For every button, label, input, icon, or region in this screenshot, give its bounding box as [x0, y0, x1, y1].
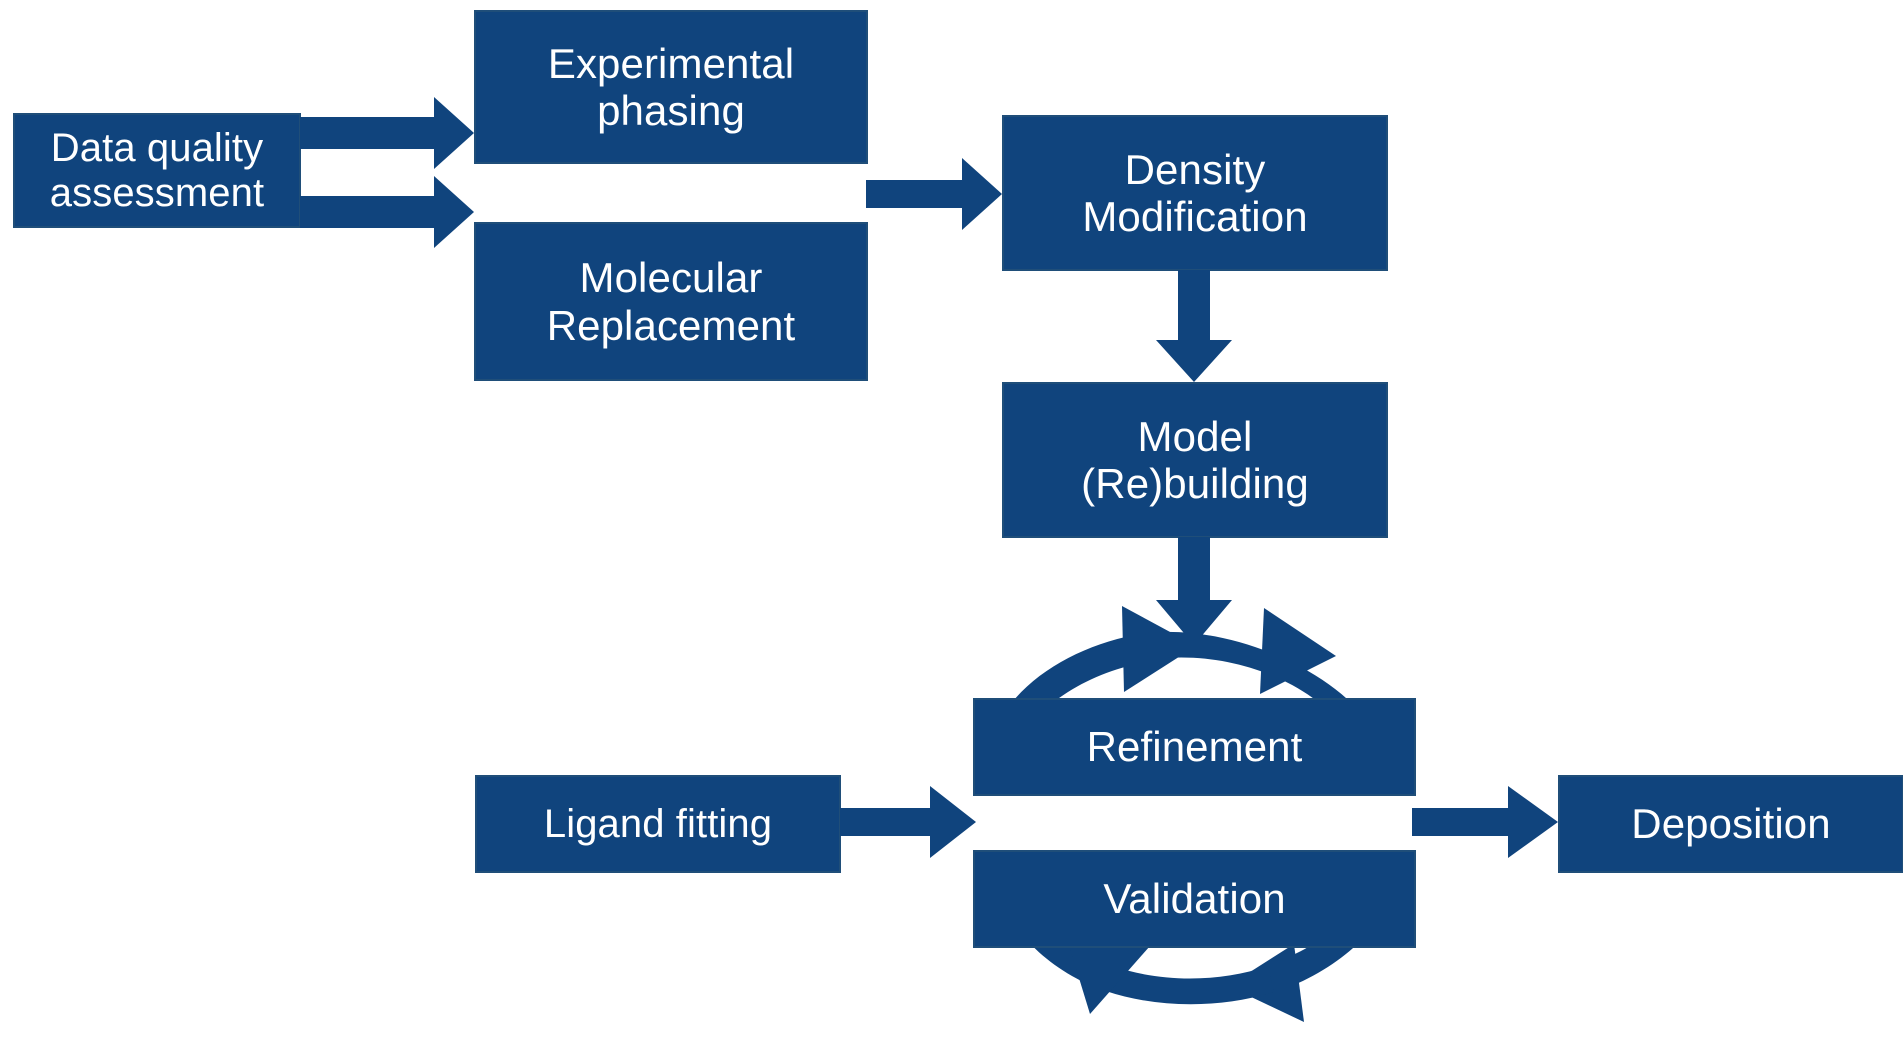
arrow-dq-to-experimental-icon [300, 97, 474, 169]
arrow-density-to-model-icon [1156, 270, 1232, 382]
node-experimental-phasing-label: Experimental phasing [547, 39, 795, 134]
node-data-quality-assessment[interactable]: Data quality assessment [13, 113, 301, 228]
node-molecular-replacement[interactable]: Molecular Replacement [474, 222, 868, 381]
node-data-quality-assessment-label: Data quality assessment [49, 125, 265, 215]
node-molecular-replacement-label: Molecular Replacement [546, 254, 796, 349]
node-deposition[interactable]: Deposition [1558, 775, 1903, 873]
node-validation[interactable]: Validation [973, 850, 1416, 948]
arrow-model-to-cycle-icon [1156, 537, 1232, 645]
node-validation-label: Validation [1103, 875, 1286, 923]
node-deposition-label: Deposition [1631, 800, 1831, 848]
arrow-ligand-to-cycle-icon [840, 786, 976, 858]
arrow-cycle-to-deposition-icon [1412, 786, 1558, 858]
arrow-to-density-icon [866, 158, 1002, 230]
node-refinement[interactable]: Refinement [973, 698, 1416, 796]
node-density-modification-label: Density Modification [1082, 145, 1308, 240]
node-density-modification[interactable]: Density Modification [1002, 115, 1388, 271]
node-model-rebuilding[interactable]: Model (Re)building [1002, 382, 1388, 538]
node-ligand-fitting-label: Ligand fitting [543, 801, 773, 846]
node-model-rebuilding-label: Model (Re)building [1081, 412, 1309, 507]
node-ligand-fitting[interactable]: Ligand fitting [475, 775, 841, 873]
node-experimental-phasing[interactable]: Experimental phasing [474, 10, 868, 164]
node-refinement-label: Refinement [1086, 723, 1303, 771]
arrow-dq-to-molecular-icon [300, 176, 474, 248]
